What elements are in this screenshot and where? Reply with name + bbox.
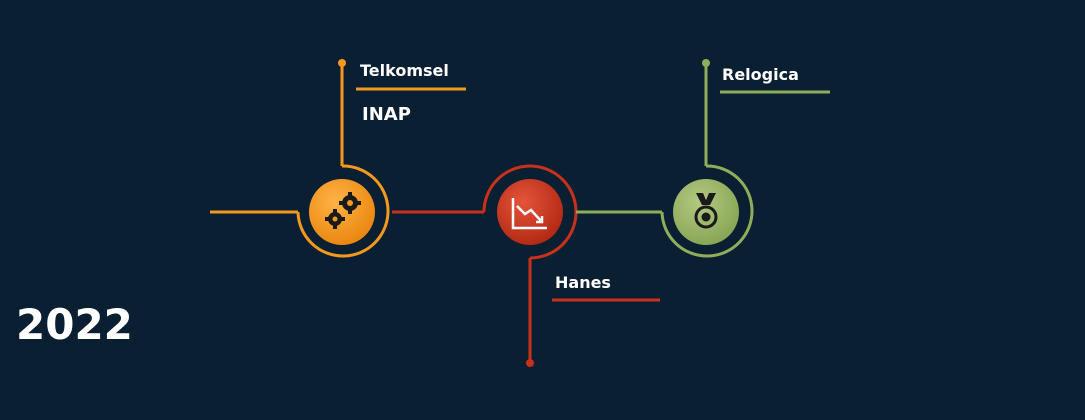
chart-down-icon	[511, 198, 547, 230]
label-relogica: Relogica	[722, 65, 799, 84]
node-green	[673, 179, 739, 245]
connector-green-dot	[702, 59, 710, 67]
label-telkomsel: Telkomsel	[360, 61, 449, 80]
connector-orange	[210, 63, 390, 258]
node-red	[497, 179, 563, 245]
node-orange	[309, 179, 375, 245]
connector-orange-dot	[338, 59, 346, 67]
connector-green	[576, 63, 754, 258]
label-hanes: Hanes	[555, 273, 611, 292]
gears-icon	[325, 192, 361, 229]
label-inap: INAP	[362, 104, 411, 125]
year-heading: 2022	[16, 300, 133, 349]
medal-icon	[694, 193, 718, 229]
connector-red	[392, 164, 578, 362]
connector-red-dot	[526, 359, 534, 367]
